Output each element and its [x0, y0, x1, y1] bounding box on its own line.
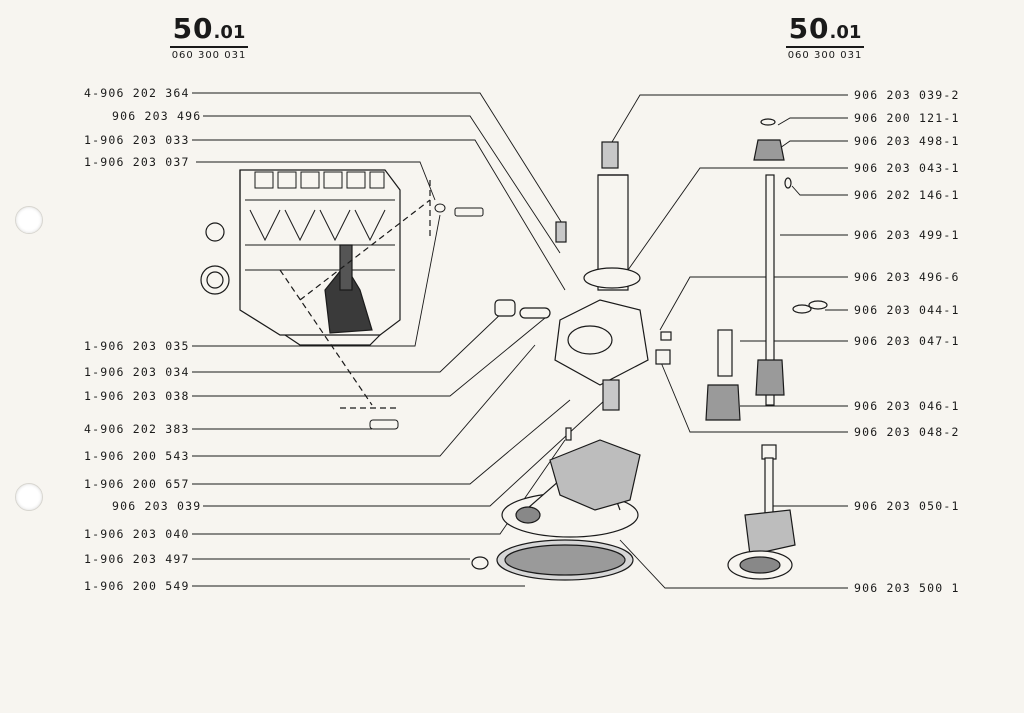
section-number: 50	[788, 12, 830, 45]
part-label: 1-906 203 040	[82, 527, 192, 541]
part-label: 906 200 121-1	[852, 111, 962, 125]
header-rule	[786, 46, 864, 48]
section-code: 060 300 031	[171, 50, 247, 61]
part-label: 906 203 496-6	[852, 270, 962, 284]
assembly-guide-lines	[279, 180, 431, 409]
part-label: 1-906 203 497	[82, 552, 192, 566]
part-label: 1-906 203 034	[82, 365, 192, 379]
header-right: 50.01 060 300 031	[786, 12, 864, 61]
binder-hole-bottom	[15, 483, 43, 511]
part-label: 906 202 146-1	[852, 188, 962, 202]
header-left: 50.01 060 300 031	[170, 12, 248, 61]
part-label: 906 203 048-2	[852, 425, 962, 439]
part-label: 906 203 039-2	[852, 88, 962, 102]
part-label: 906 203 050-1	[852, 499, 962, 513]
binder-hole-top	[15, 206, 43, 234]
part-label: 1-906 203 035	[82, 339, 192, 353]
section-code: 060 300 031	[787, 50, 863, 61]
part-label: 4-906 202 364	[82, 86, 192, 100]
assembled-oil-pump	[727, 444, 796, 580]
pump-shaft-assembly	[655, 118, 828, 421]
oil-strainer	[471, 427, 641, 581]
part-label: 906 203 046-1	[852, 399, 962, 413]
part-label: 1-906 200 543	[82, 449, 192, 463]
part-label: 906 203 499-1	[852, 228, 962, 242]
section-suffix: .01	[213, 22, 246, 43]
part-label: 906 203 047-1	[852, 334, 962, 348]
header-rule	[170, 46, 248, 48]
part-label: 906 203 498-1	[852, 134, 962, 148]
engine-block	[200, 169, 401, 346]
section-number: 50	[172, 12, 214, 45]
part-label: 906 203 500 1	[852, 581, 962, 595]
part-label: 4-906 202 383	[82, 422, 192, 436]
part-label: 906 203 496	[110, 109, 204, 123]
oil-pump-body	[494, 141, 649, 411]
part-label: 906 203 044-1	[852, 303, 962, 317]
part-label: 906 203 043-1	[852, 161, 962, 175]
bolt-parts	[369, 203, 484, 430]
part-label: 906 203 039	[110, 499, 204, 513]
section-suffix: .01	[829, 22, 862, 43]
part-label: 1-906 200 549	[82, 579, 192, 593]
part-label: 1-906 203 033	[82, 133, 192, 147]
leader-lines-right	[611, 94, 848, 589]
part-label: 1-906 200 657	[82, 477, 192, 491]
part-label: 1-906 203 037	[82, 155, 192, 169]
part-label: 1-906 203 038	[82, 389, 192, 403]
